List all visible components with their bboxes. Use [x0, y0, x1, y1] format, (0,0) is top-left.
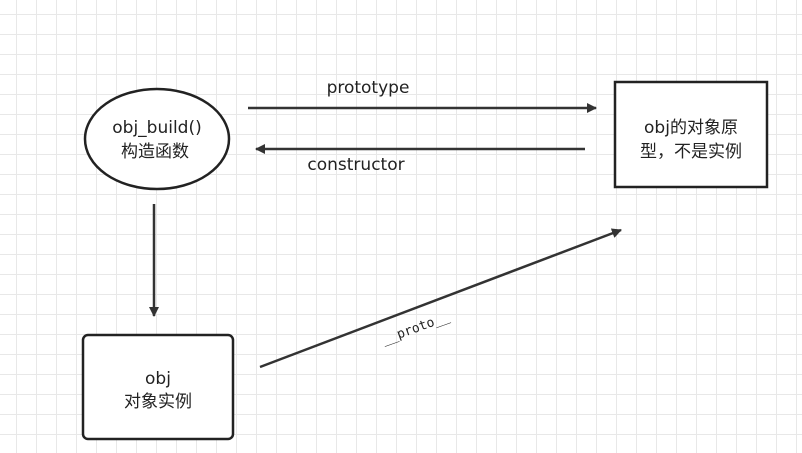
constructor-function-ellipse [83, 87, 231, 191]
constructor-function-node[interactable]: obj_build() 构造函数 [83, 87, 231, 191]
constructor-arrow-label: constructor [307, 155, 404, 175]
proto-arrow-label: __proto__ [380, 310, 451, 348]
constructor-function-label-line2: 构造函数 [121, 142, 189, 162]
instance-label-line2: 对象实例 [124, 392, 192, 412]
instance-node[interactable]: obj 对象实例 [81, 333, 235, 441]
instance-label-line1: obj [145, 369, 171, 389]
instance-box [81, 333, 235, 441]
prototype-arrow-label: prototype [327, 78, 410, 98]
proto-arrow[interactable] [259, 228, 622, 369]
prototype-object-node[interactable]: obj的对象原 型，不是实例 [613, 80, 769, 189]
prototype-object-box [613, 80, 769, 189]
prototype-object-label-line2: 型，不是实例 [640, 142, 742, 162]
constructor-function-label-line1: obj_build() [112, 118, 201, 138]
prototype-object-label-line1: obj的对象原 [644, 118, 738, 138]
